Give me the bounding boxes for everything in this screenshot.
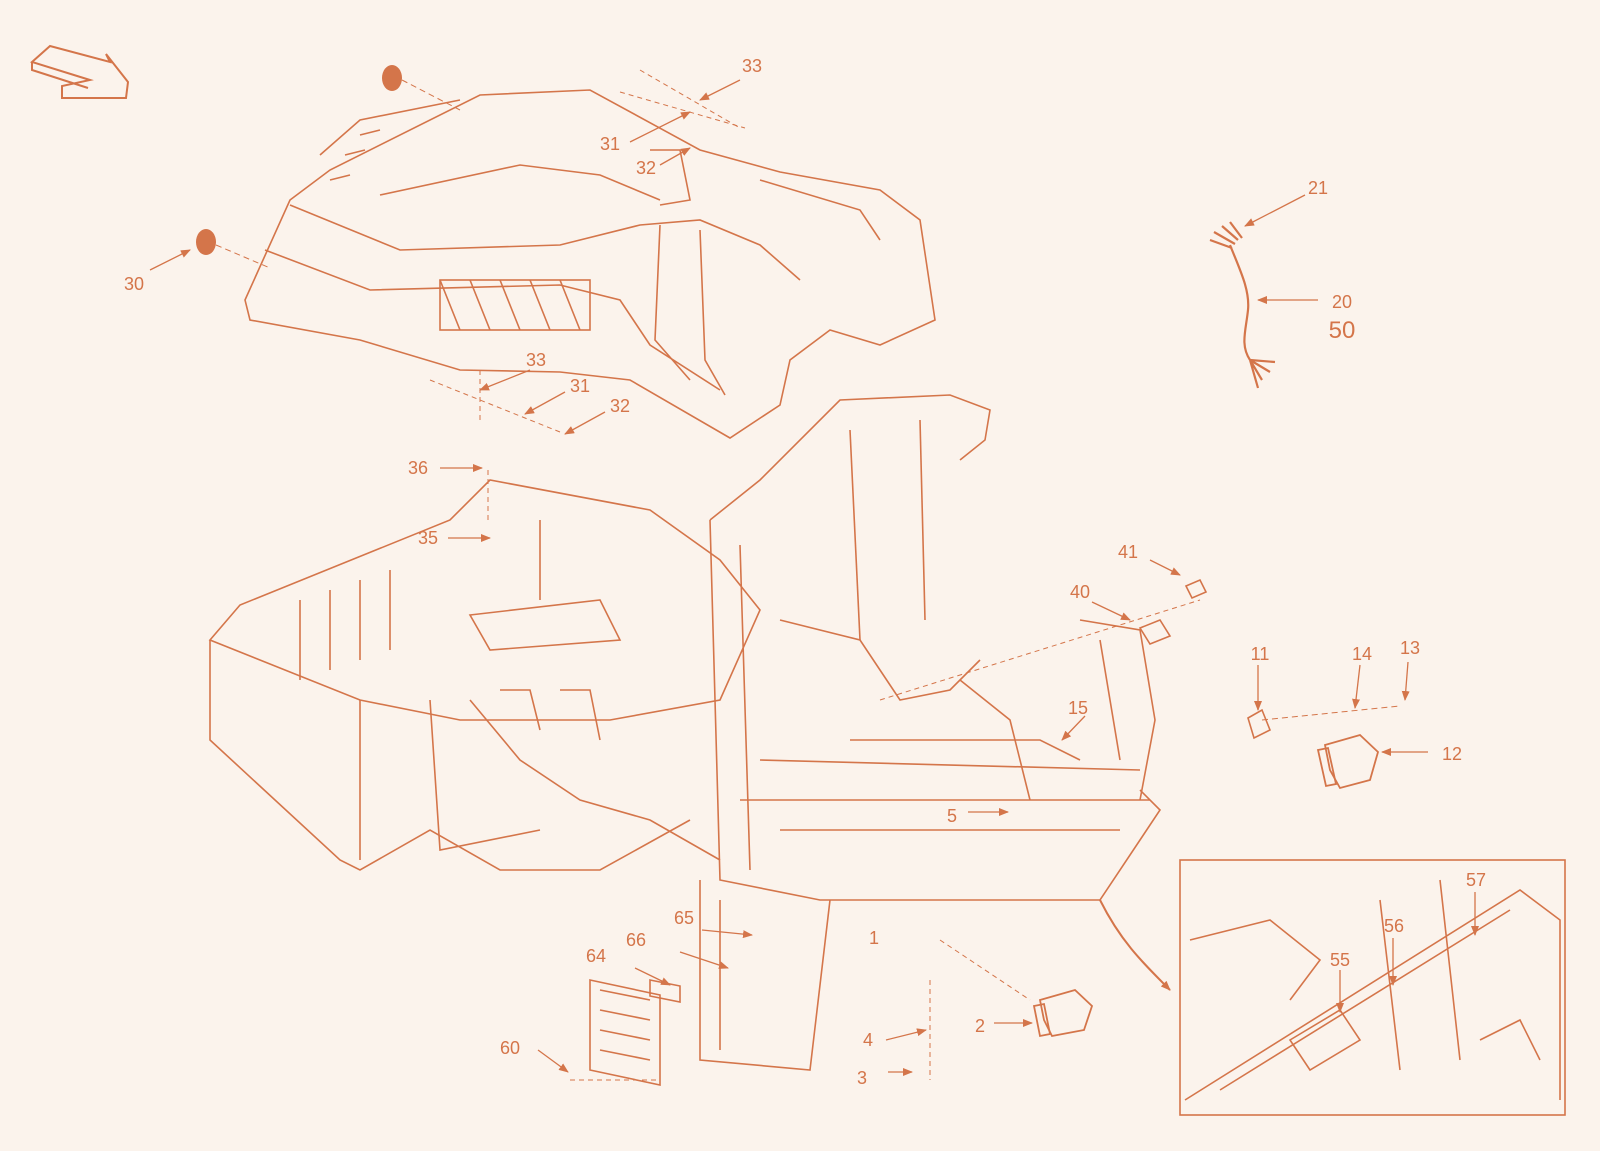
callout-66: 66 (626, 930, 646, 950)
callout-60: 60 (500, 1038, 520, 1058)
callout-31: 31 (570, 376, 590, 396)
callout-20: 20 (1332, 292, 1352, 312)
callout-57: 57 (1466, 870, 1486, 890)
callout-31: 31 (600, 134, 620, 154)
callout-leaders (149, 79, 1479, 1076)
callout-36: 36 (408, 458, 428, 478)
callout-11: 11 (1251, 644, 1270, 664)
callout-14: 14 (1352, 644, 1372, 664)
callout-32: 32 (636, 158, 656, 178)
callout-3: 3 (857, 1068, 867, 1088)
callout-32: 32 (610, 396, 630, 416)
callout-41: 41 (1118, 542, 1138, 562)
callout-13: 13 (1400, 638, 1420, 658)
callout-1: 1 (869, 928, 879, 948)
callout-12: 12 (1442, 744, 1462, 764)
callout-30: 30 (124, 274, 144, 294)
detail-pointer-arrow (1099, 899, 1171, 991)
callout-40: 40 (1070, 582, 1090, 602)
knob-top-icon (382, 65, 461, 111)
rear-body-frame (208, 479, 761, 871)
rear-lamp-right-icon (1316, 733, 1380, 790)
callout-56: 56 (1384, 916, 1404, 936)
callout-4: 4 (863, 1030, 873, 1050)
callout-35: 35 (418, 528, 438, 548)
callout-15: 15 (1068, 698, 1088, 718)
engine-hood-cover (244, 89, 936, 439)
direction-arrow-icon (30, 44, 130, 99)
rear-lamp-lower-icon (1032, 988, 1094, 1038)
callout-2: 2 (975, 1016, 985, 1036)
wiring-harness (1209, 221, 1276, 389)
assembly-lines (429, 69, 1201, 1081)
control-panel-icon (589, 979, 681, 1086)
callout-5: 5 (947, 806, 957, 826)
callout-33: 33 (742, 56, 762, 76)
detail-inset (1179, 859, 1566, 1116)
callout-50: 50 (1329, 317, 1356, 344)
bracket-icon (1247, 705, 1401, 740)
knob-left-icon (196, 229, 271, 269)
callout-33: 33 (526, 350, 546, 370)
callout-21: 21 (1308, 178, 1328, 198)
callout-65: 65 (674, 908, 694, 928)
beacon-mount-icon (1138, 578, 1208, 645)
callout-64: 64 (586, 946, 606, 966)
rops-cab-frame (699, 394, 1162, 1071)
callout-55: 55 (1330, 950, 1350, 970)
